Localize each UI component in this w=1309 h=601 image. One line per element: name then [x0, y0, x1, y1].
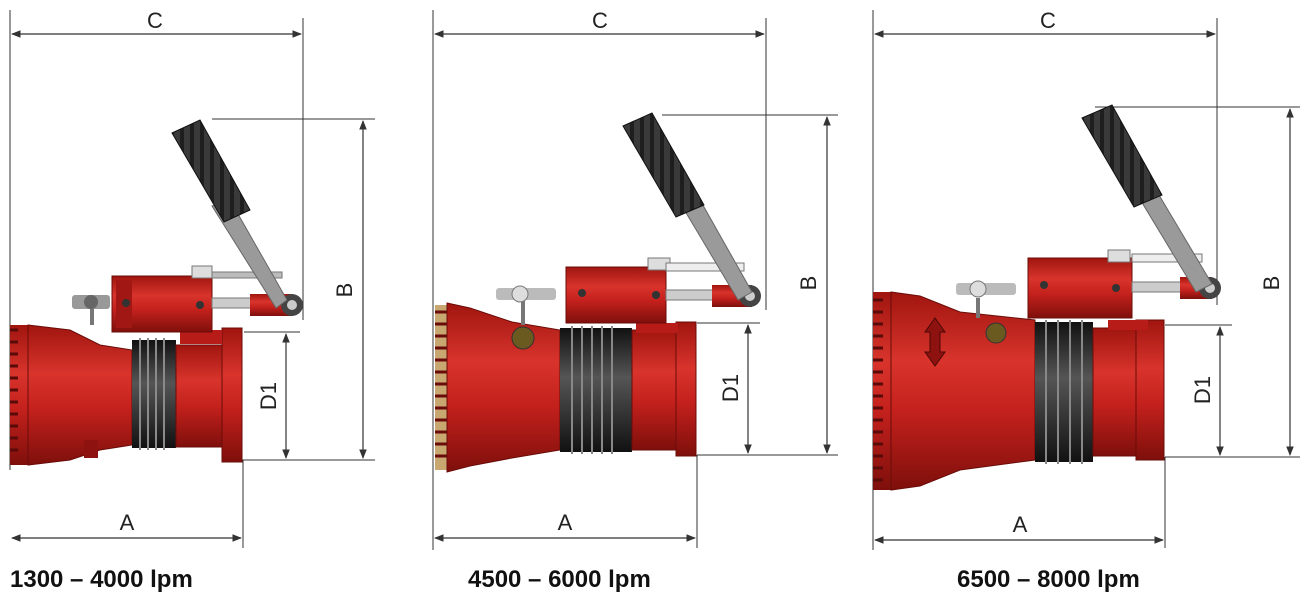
flow-range-caption-1: 1300 – 4000 lpm	[10, 566, 193, 593]
flow-range-caption-3: 6500 – 8000 lpm	[957, 566, 1140, 593]
dimension-drawing-3: C B D1 A	[872, 8, 1300, 550]
diagram-panel-2: C B D1 A	[420, 0, 860, 601]
lever-handle	[171, 119, 288, 309]
nozzle-drawing	[873, 104, 1221, 491]
dimension-drawing-2: C B D1 A	[432, 8, 838, 550]
dimension-d1-label: D1	[718, 374, 743, 402]
lever-handle	[1081, 104, 1213, 293]
dimension-drawing-1: C B D1 A	[9, 8, 375, 548]
bellows	[560, 326, 632, 454]
dimension-b-label: B	[1259, 276, 1284, 291]
dimension-b-label: B	[796, 276, 821, 291]
dimension-a-label: A	[558, 510, 573, 535]
dimension-b-label: B	[332, 283, 357, 298]
dimension-a-label: A	[120, 510, 135, 535]
lever-handle	[622, 112, 753, 301]
dimension-c-label: C	[1040, 8, 1056, 33]
diagram-panel-3: C B D1 A	[860, 0, 1309, 601]
nozzle-drawing	[435, 112, 761, 473]
diagram-panel-1: C B D1 A	[0, 0, 420, 601]
dimension-c-label: C	[147, 8, 163, 33]
flow-range-caption-2: 4500 – 6000 lpm	[468, 566, 651, 593]
dimension-c-label: C	[592, 8, 608, 33]
bellows	[132, 338, 176, 450]
nozzle-drawing	[10, 119, 303, 466]
dimension-d1-label: D1	[1190, 376, 1215, 404]
dimension-d1-label: D1	[256, 382, 281, 410]
dimension-a-label: A	[1013, 512, 1028, 537]
bellows	[1035, 320, 1093, 464]
